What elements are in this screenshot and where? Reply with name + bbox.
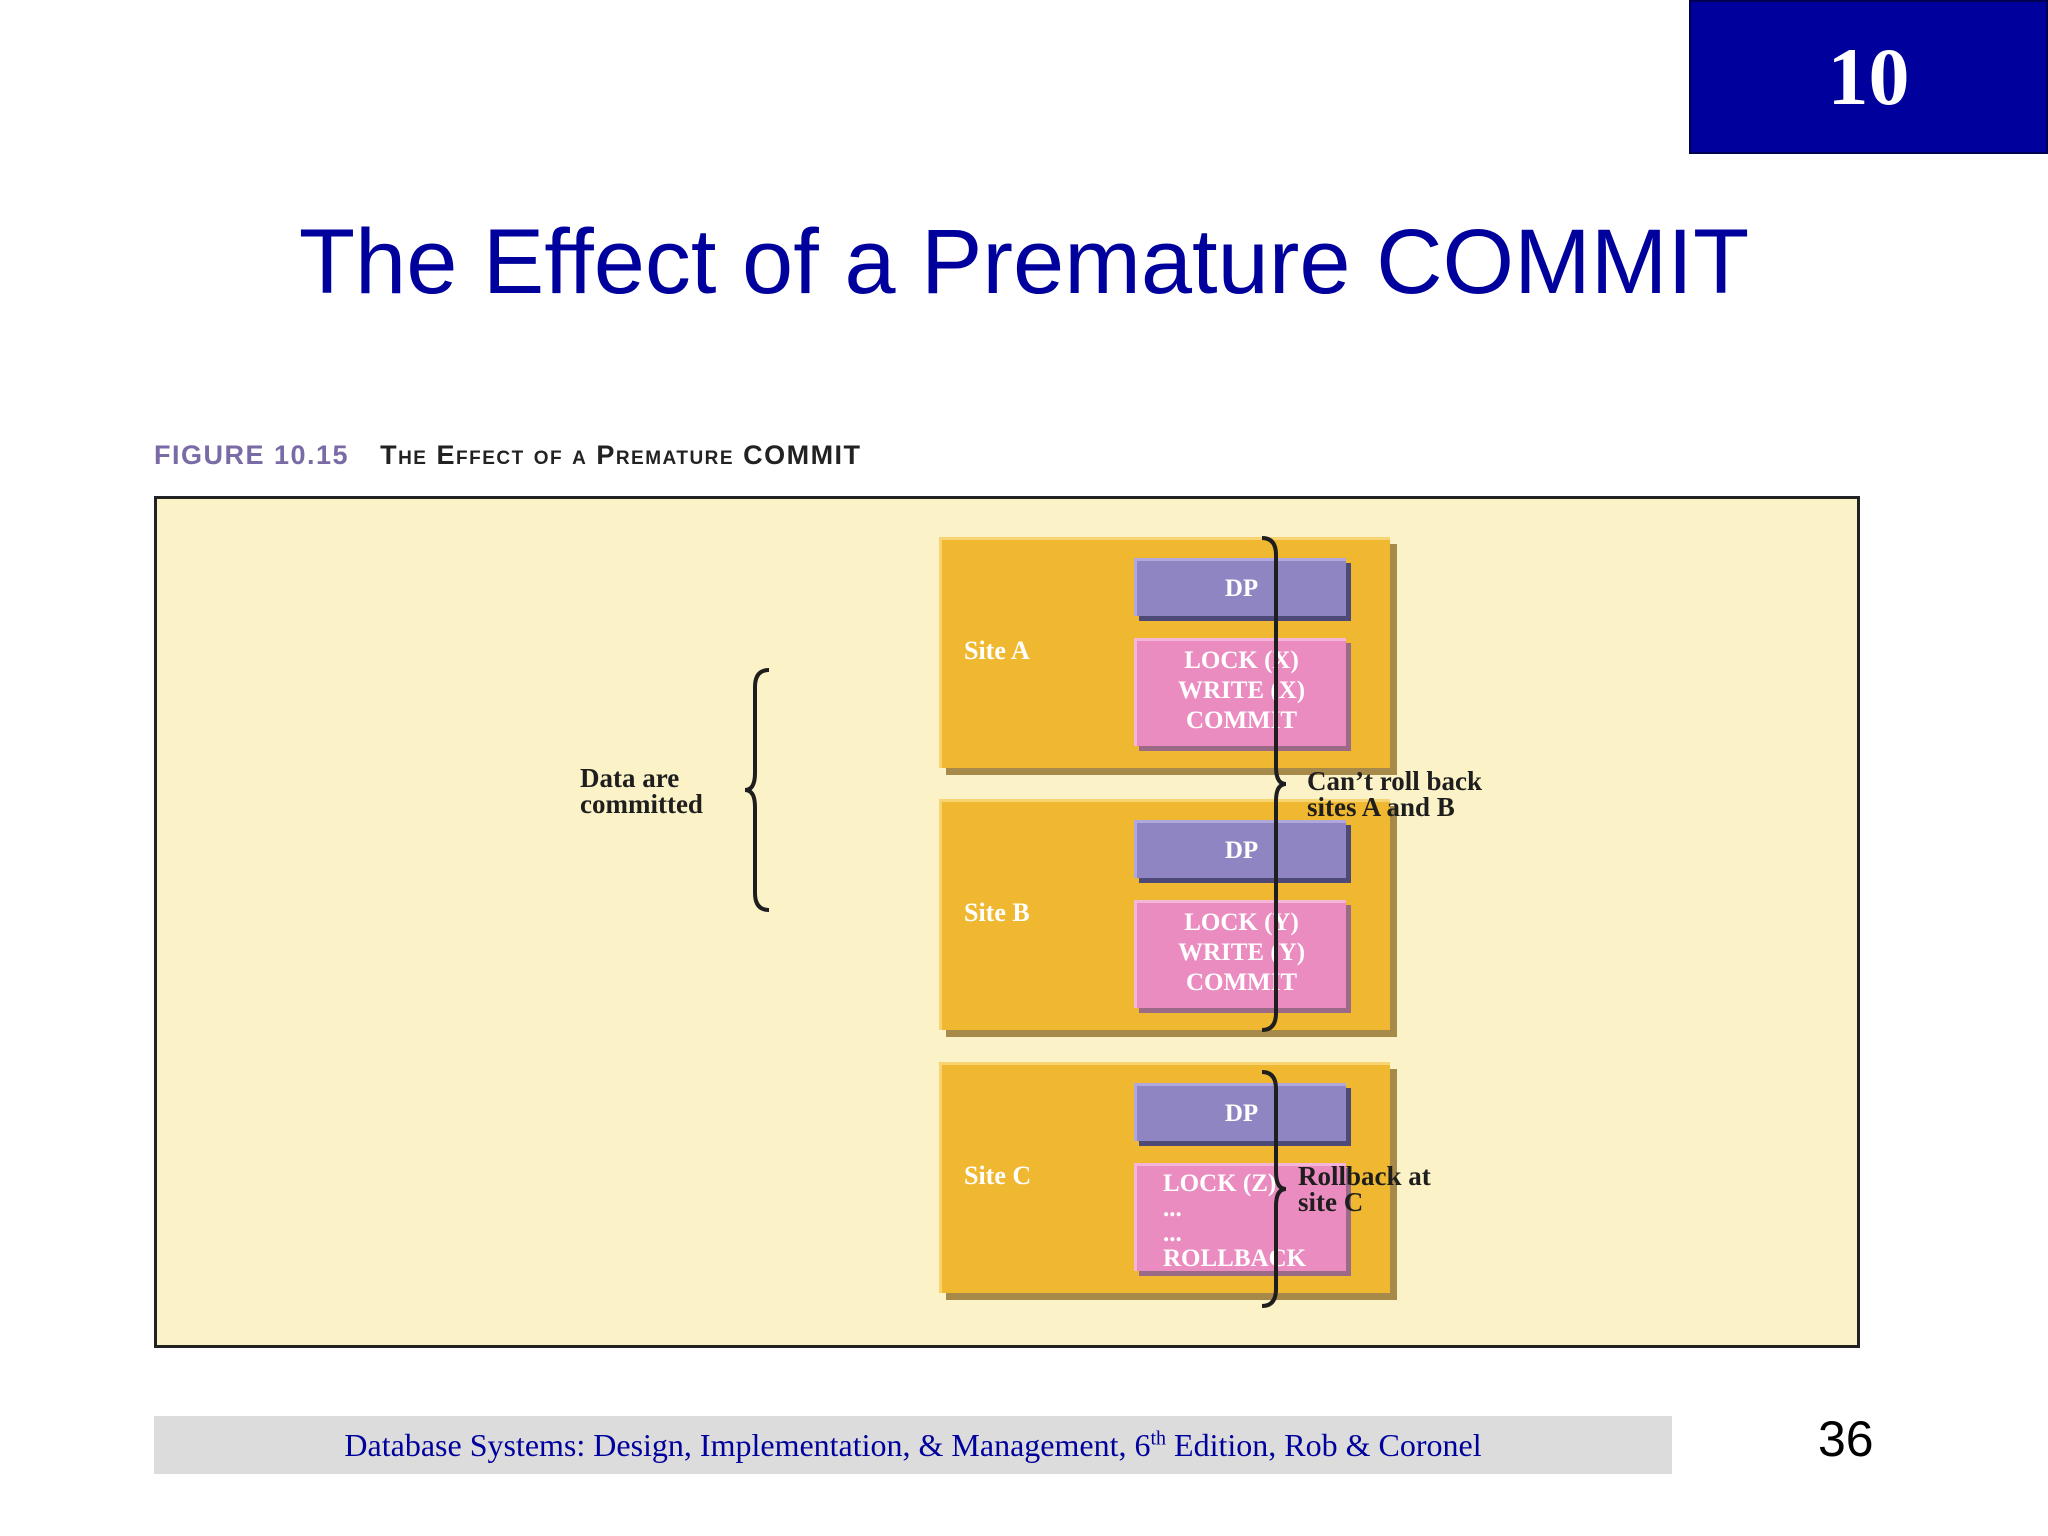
site-a-box: Site A DP LOCK (X) WRITE (X) COMMIT [939,537,1390,768]
footer-citation: Database Systems: Design, Implementation… [344,1427,1481,1464]
note-rollback-site-c: Rollback at site C [1298,1161,1431,1217]
footer-superscript: th [1150,1426,1167,1449]
note-rollback-site-c-line-1: Rollback at [1298,1161,1431,1191]
site-c-op-3: ... [1163,1220,1182,1247]
page-number: 36 [1818,1411,1874,1467]
site-b-dp: DP [1134,820,1346,878]
diagram-panel: Site A DP LOCK (X) WRITE (X) COMMIT Site… [154,496,1860,1348]
site-b-label: Site B [964,898,1030,927]
footer-text-after: Edition, Rob & Coronel [1166,1426,1482,1463]
site-b-operations: LOCK (Y) WRITE (Y) COMMIT [1134,900,1346,1008]
site-a-dp: DP [1134,558,1346,616]
site-b-op-3: COMMIT [1185,969,1298,996]
site-a-op-3: COMMIT [1185,707,1298,734]
footer-text-before: Database Systems: Design, Implementation… [344,1426,1151,1463]
site-c-op-4: ROLLBACK [1163,1245,1307,1272]
site-c-op-1: LOCK (Z) [1163,1170,1277,1197]
site-b-box: Site B DP LOCK (Y) WRITE (Y) COMMIT [939,799,1390,1030]
site-c-label: Site C [964,1161,1032,1190]
site-b-op-2: WRITE (Y) [1177,939,1306,966]
site-c-op-2: ... [1163,1195,1182,1222]
note-cant-roll-back-line-2: sites A and B [1307,792,1455,822]
site-a-label: Site A [964,636,1030,665]
site-c-operations: LOCK (Z) ... ... ROLLBACK [1134,1163,1346,1271]
figure-number: FIGURE 10.15 [154,440,350,470]
site-b-op-1: LOCK (Y) [1184,909,1299,936]
left-brace-icon [744,668,770,912]
footer-bar: Database Systems: Design, Implementation… [154,1416,1672,1474]
figure-caption: FIGURE 10.15 The Effect of a Premature C… [154,440,862,471]
site-a-op-1: LOCK (X) [1184,647,1299,674]
right-brace-c-icon [1261,1070,1287,1308]
note-cant-roll-back-line-1: Can’t roll back [1307,766,1483,796]
note-data-committed-line-2: committed [580,789,703,819]
site-a-op-2: WRITE (X) [1177,677,1306,704]
site-a-operations: LOCK (X) WRITE (X) COMMIT [1134,638,1346,746]
chapter-number-badge: 10 [1689,0,2048,154]
site-c-dp: DP [1134,1083,1346,1141]
note-data-committed: Data are committed [580,763,703,819]
slide-title: The Effect of a Premature COMMIT [298,211,1750,313]
right-brace-ab-icon [1261,536,1287,1032]
figure-caption-text: The Effect of a Premature COMMIT [380,440,862,470]
note-data-committed-line-1: Data are [580,763,680,793]
note-cant-roll-back: Can’t roll back sites A and B [1307,766,1483,822]
site-c-box: Site C DP LOCK (Z) ... ... ROLLBACK [939,1062,1390,1293]
note-rollback-site-c-line-2: site C [1298,1187,1364,1217]
